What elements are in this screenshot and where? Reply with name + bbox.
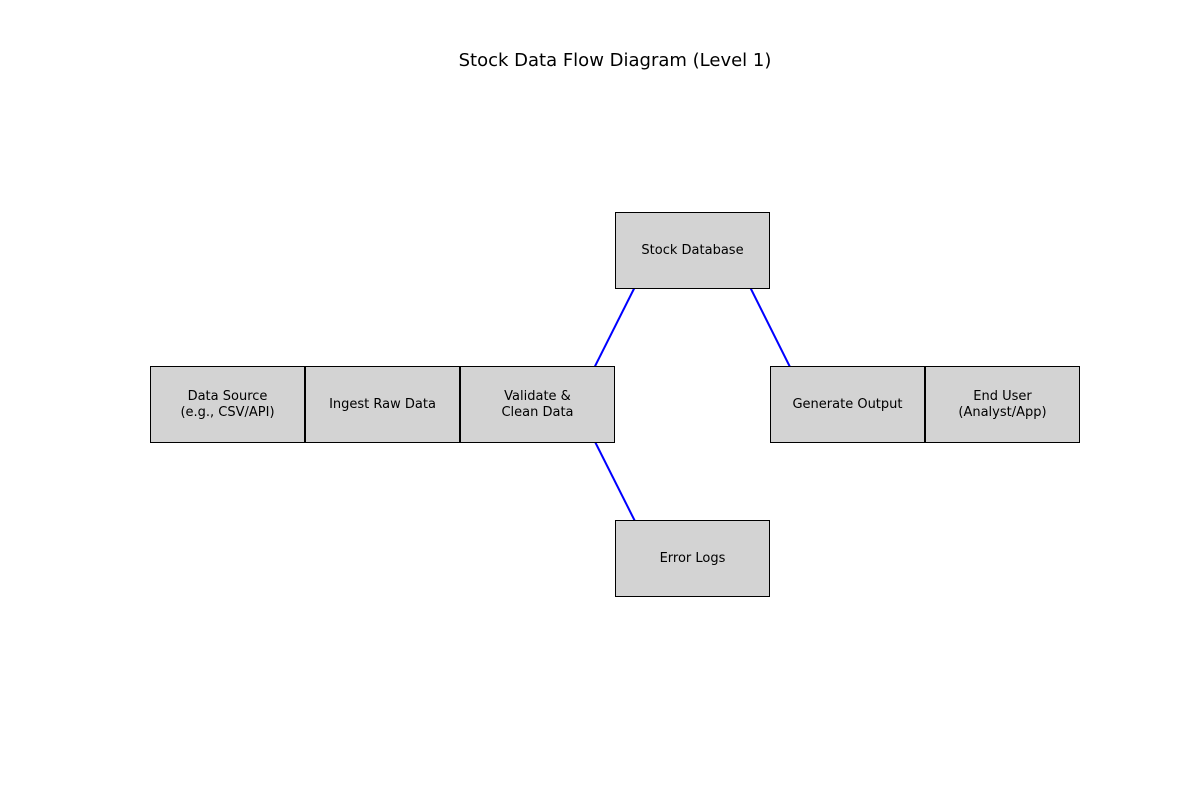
node-ingest-label: Ingest Raw Data	[329, 396, 436, 412]
node-ingest: Ingest Raw Data	[305, 366, 460, 443]
node-data-source-line2: (e.g., CSV/API)	[180, 404, 275, 420]
node-validate-line1: Validate &	[504, 388, 571, 404]
node-end-user-line2: (Analyst/App)	[958, 404, 1047, 420]
diagram-title: Stock Data Flow Diagram (Level 1)	[458, 50, 772, 71]
node-validate: Validate & Clean Data	[460, 366, 615, 443]
node-error-logs-label: Error Logs	[659, 550, 726, 566]
node-database: Stock Database	[615, 212, 770, 289]
node-data-source: Data Source (e.g., CSV/API)	[150, 366, 305, 443]
node-end-user-line1: End User	[973, 388, 1032, 404]
node-database-label: Stock Database	[641, 242, 744, 258]
node-data-source-line1: Data Source	[187, 388, 268, 404]
node-generate: Generate Output	[770, 366, 925, 443]
node-error-logs: Error Logs	[615, 520, 770, 597]
node-generate-label: Generate Output	[792, 396, 903, 412]
node-end-user: End User (Analyst/App)	[925, 366, 1080, 443]
node-validate-line2: Clean Data	[501, 404, 574, 420]
